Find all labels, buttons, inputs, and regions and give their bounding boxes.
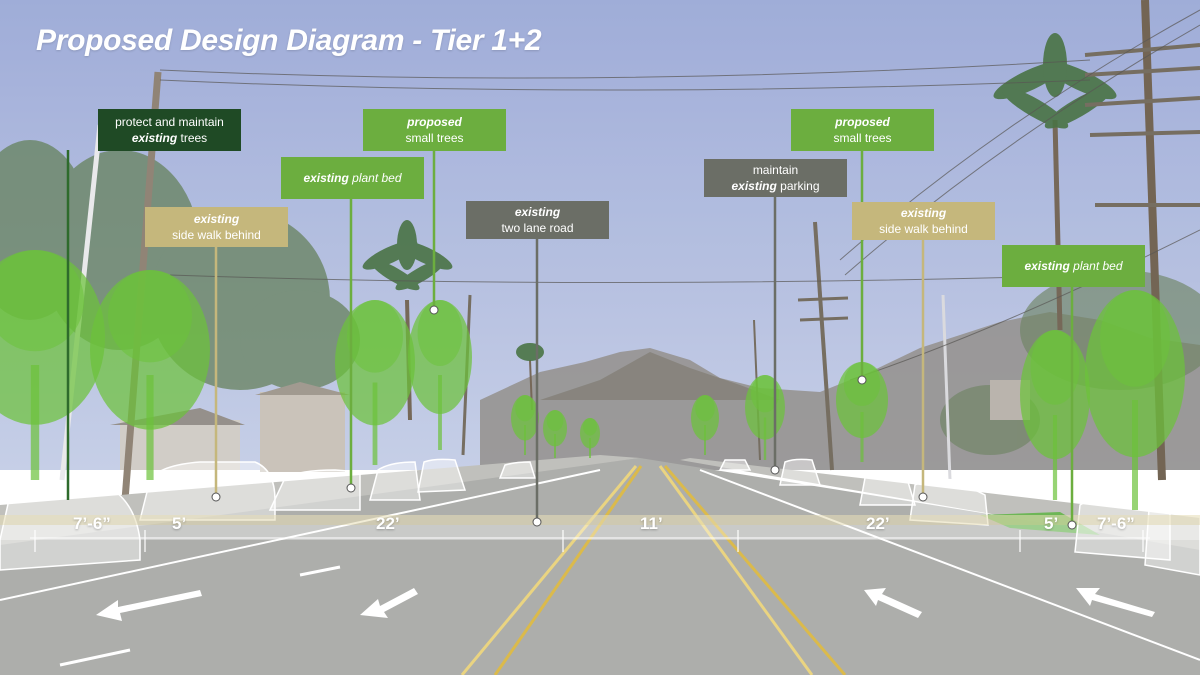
proposed-tree-icon — [408, 300, 472, 450]
proposed-trees — [0, 250, 1185, 510]
proposed-tree-icon — [335, 300, 415, 465]
dimension-left-lane: 22’ — [376, 514, 400, 533]
lane-markings — [0, 465, 1200, 675]
page-title: Proposed Design Diagram - Tier 1+2 — [36, 24, 542, 57]
leader-dots — [211, 305, 1077, 530]
arrow-right-icon — [864, 588, 922, 618]
proposed-tree-icon — [580, 418, 600, 458]
label-small-trees-right: proposed small trees — [791, 109, 934, 151]
grass-right — [980, 512, 1100, 535]
proposed-tree-icon — [543, 410, 567, 458]
proposed-tree-icon — [90, 270, 210, 480]
mountains-far — [540, 352, 780, 400]
palm-tree-icon — [362, 220, 453, 421]
dimension-right-parking: 7’-6” — [1097, 514, 1135, 533]
arrow-left-icon — [360, 588, 418, 618]
dimension-ticks — [30, 530, 1150, 552]
label-parking: maintain existing parking — [704, 159, 847, 197]
label-sidewalk-right: existing side walk behind — [852, 202, 995, 240]
label-existing-trees: protect and maintain existing trees — [98, 109, 241, 151]
proposed-tree-icon — [0, 250, 105, 480]
dimension-right-sidewalk: 5’ — [1044, 514, 1059, 533]
dimension-center: 11’ — [640, 514, 663, 533]
proposed-tree-icon — [511, 395, 539, 455]
palm-tree-icon — [993, 33, 1117, 331]
dimension-band — [0, 515, 1200, 540]
leader-lines — [66, 150, 1074, 525]
label-plant-bed-right: existing plant bed — [1002, 245, 1145, 287]
arrow-right-icon — [1076, 588, 1155, 617]
arrow-left-icon — [96, 590, 202, 621]
dimension-left-sidewalk: 5’ — [172, 514, 187, 533]
dimension-band-tan — [0, 515, 1200, 525]
road — [0, 458, 1200, 675]
parked-cars-right — [718, 458, 1200, 576]
dimension-right-lane: 22’ — [866, 514, 890, 533]
proposed-tree-icon — [1085, 290, 1185, 510]
label-plant-bed-left: existing plant bed — [281, 157, 424, 199]
proposed-tree-icon — [691, 395, 719, 455]
dimension-left-parking: 7’-6” — [73, 514, 111, 533]
label-sidewalk-left: existing side walk behind — [145, 207, 288, 247]
label-small-trees-left: proposed small trees — [363, 109, 506, 151]
label-road: existing two lane road — [466, 201, 609, 239]
sidewalk-left — [0, 455, 640, 545]
